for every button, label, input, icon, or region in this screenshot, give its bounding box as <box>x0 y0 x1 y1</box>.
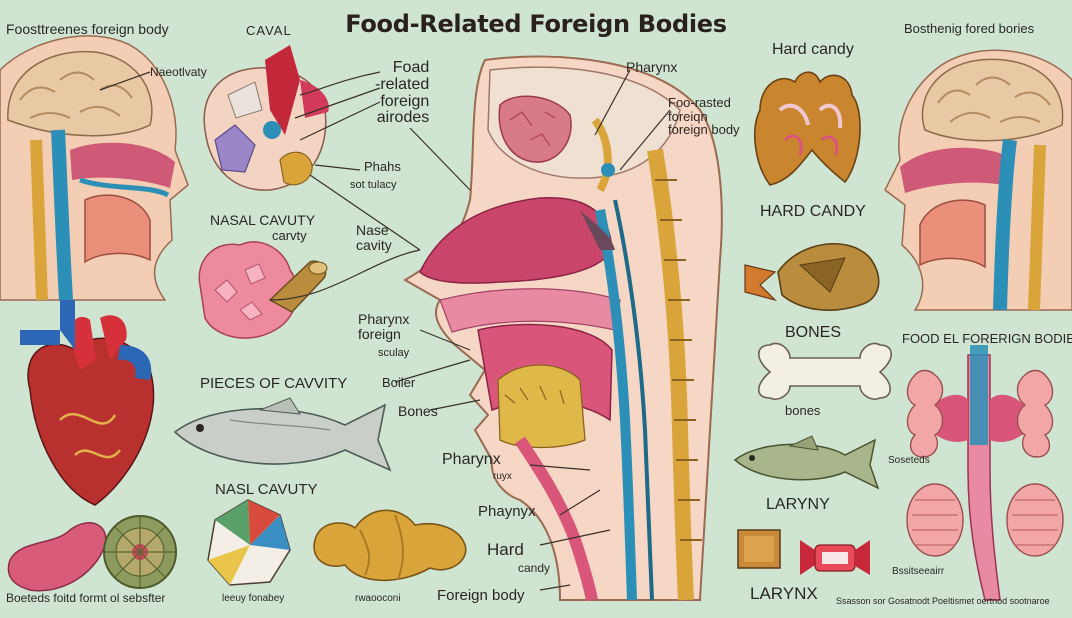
bone-illustration <box>757 342 893 400</box>
label-caval: CAVAL <box>246 23 292 38</box>
label-pieces-of-cavity: PIECES OF CAVVITY <box>200 375 348 392</box>
label-top-right: Bosthenig fored bories <box>904 21 1035 36</box>
label-hard-center: Hard <box>487 540 524 559</box>
central-pharynx-tube <box>595 209 637 601</box>
label-foo-rasted: Foo-rasted foreiqn foreign body <box>668 95 740 138</box>
label-bottom-small-center: rwaooconi <box>355 593 401 604</box>
label-soseteds: Soseteds <box>888 455 930 466</box>
label-bones-center: Bones <box>398 403 438 419</box>
right-airway-tube <box>993 139 1017 311</box>
label-bottom-right: Ssasson sor Gosatnodt Poeltismet oertnod… <box>836 596 1050 606</box>
label-phaynyx: Phaynyx <box>478 503 536 520</box>
label-pharynx-mid-sub: ruyx <box>493 471 512 482</box>
fish-right <box>733 435 880 490</box>
label-bssitseeairr: Bssitseeairr <box>892 566 945 577</box>
nasal-organ-cluster <box>203 45 329 191</box>
heart-illustration <box>20 300 155 506</box>
central-spine <box>647 148 694 601</box>
label-nasopharyngeal: Naeotlvaty <box>150 65 207 79</box>
wrapped-candies <box>737 529 870 575</box>
label-sculay: sculay <box>378 347 410 359</box>
leader-lines <box>99 69 671 591</box>
central-head-section <box>402 55 723 602</box>
label-top-left: Foosttreenes foreign body <box>6 21 169 37</box>
left-head-brain <box>7 50 153 137</box>
label-boiler: Boiler <box>382 375 416 390</box>
label-food-el-foreign: FOOD EL FORERIGN BODIE <box>902 331 1072 346</box>
label-food-related-airodes: Foad -related foreign airodes <box>375 59 430 127</box>
label-larynx: LARYNX <box>750 584 818 603</box>
diagram-title: Food-Related Foreign Bodies <box>345 10 727 38</box>
label-hard-candy-caps: HARD CANDY <box>760 203 866 220</box>
label-phahs: Phahs <box>364 159 401 174</box>
golden-bone-twist <box>313 509 467 582</box>
label-hard-candy-top: Hard candy <box>772 41 854 58</box>
right-head-section <box>884 49 1072 311</box>
label-pharynx-top: Pharynx <box>626 59 678 75</box>
label-laryny: LARYNY <box>766 496 830 513</box>
triangle-candy <box>744 243 880 311</box>
stomach-and-section <box>7 515 177 592</box>
label-bottom-small-left: leeuy fonabey <box>222 593 285 604</box>
hard-candy-organ <box>754 71 861 186</box>
label-pharynx-mid: Pharynx <box>442 451 501 468</box>
label-bones-lower: bones <box>785 403 821 418</box>
label-nasl-cavuty: NASL CAVUTY <box>215 481 318 498</box>
label-carvty: carvty <box>272 228 307 243</box>
label-candy-center: candy <box>518 561 551 575</box>
central-brain-red <box>498 95 572 163</box>
fish-left <box>173 397 392 472</box>
left-airway-tube <box>51 129 73 301</box>
label-nase-cavity: Nase cavity <box>356 222 392 253</box>
gi-tract-illustration <box>906 345 1064 601</box>
label-bottom-left: Boeteds foitd formt ol sebsfter <box>6 591 166 605</box>
left-nasal-cavity <box>70 142 175 188</box>
right-head-brain <box>921 58 1064 142</box>
label-foreign-body-bottom: Foreign body <box>437 587 525 604</box>
label-pharynx-foreign: Pharynx foreign <box>358 311 410 342</box>
right-nasal-cavity <box>900 147 1005 193</box>
label-not-tulacy: sot tulacy <box>350 179 397 191</box>
hexagon-candy <box>207 499 291 586</box>
central-gold-tissue <box>497 364 586 449</box>
label-nasal-cavity: NASAL CAVUTY <box>210 212 316 228</box>
left-head-section <box>0 35 189 301</box>
label-bones-caps: BONES <box>785 324 842 341</box>
